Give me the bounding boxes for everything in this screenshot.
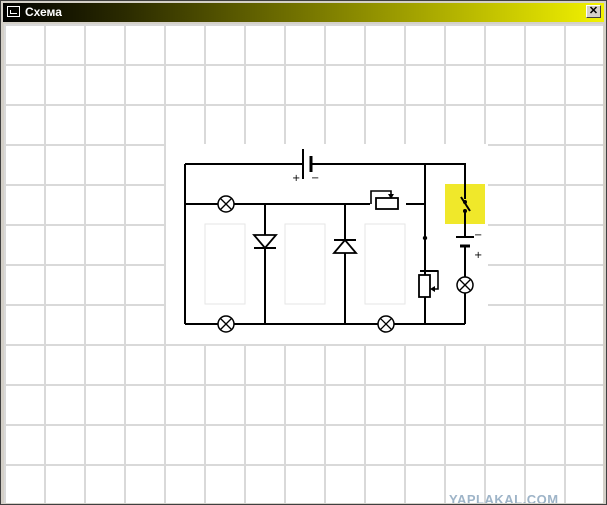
- battery-right: − +: [456, 230, 482, 261]
- window-title: Схема: [25, 5, 62, 19]
- junction-dot: [422, 235, 428, 241]
- close-button[interactable]: ✕: [586, 5, 601, 18]
- grid-canvas[interactable]: + −: [4, 24, 603, 503]
- watermark: YAPLAKAL.COM: [449, 492, 559, 503]
- diode-left: [252, 234, 278, 250]
- circuit-diagram: + −: [166, 144, 488, 344]
- bulb-top-left: [217, 195, 235, 213]
- title-bar[interactable]: Схема ✕: [3, 3, 604, 22]
- diode-right: [332, 238, 358, 254]
- battery-right-positive: +: [474, 250, 482, 261]
- bulb-bottom-left: [217, 315, 235, 333]
- battery-top: + −: [292, 149, 319, 184]
- battery-top-negative: −: [311, 173, 319, 184]
- bulb-bottom-right: [377, 315, 395, 333]
- battery-right-negative: −: [474, 230, 482, 241]
- switch[interactable]: [460, 196, 471, 213]
- circuit-board: [166, 144, 488, 344]
- placeholder-boxes: [204, 223, 406, 305]
- battery-top-positive: +: [292, 173, 300, 184]
- bulb-right-branch: [456, 276, 474, 294]
- rheostat-top: [370, 190, 399, 210]
- circuit-window-icon: [7, 6, 20, 17]
- rheostat-right: [418, 270, 439, 298]
- close-icon: ✕: [588, 5, 599, 17]
